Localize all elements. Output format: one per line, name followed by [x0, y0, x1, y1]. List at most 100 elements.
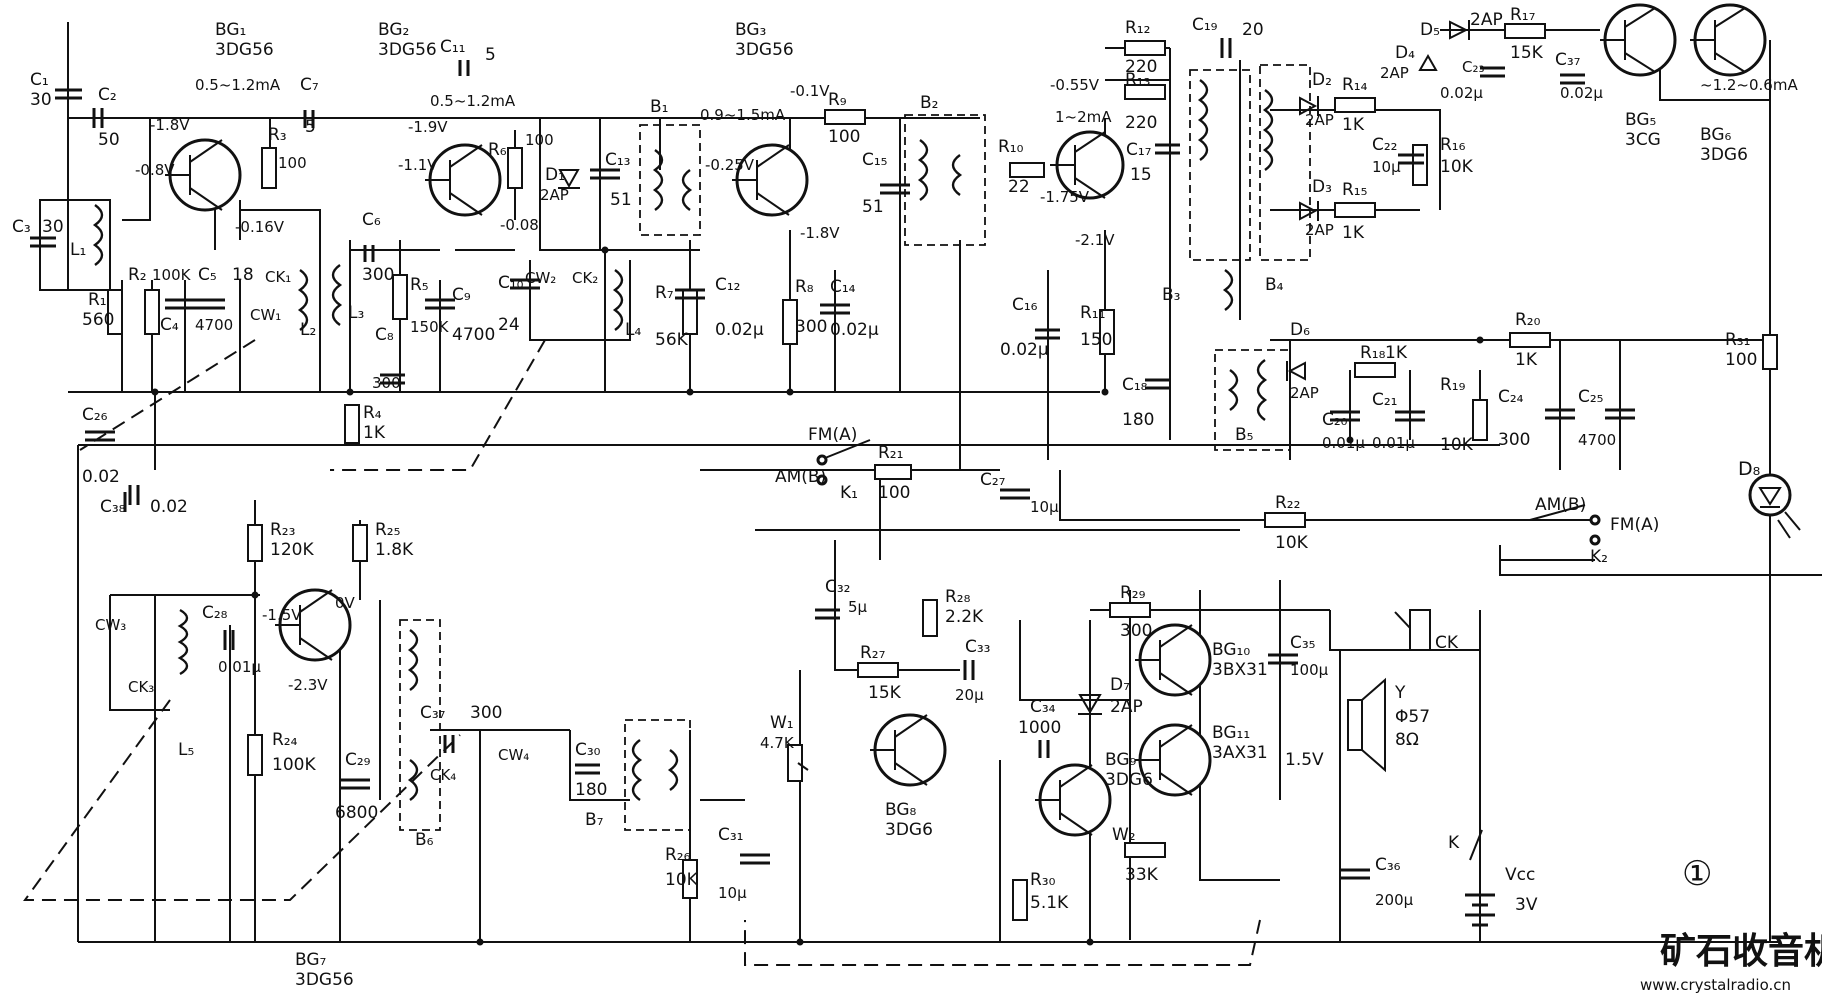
figure-number: ① [1682, 854, 1712, 894]
label-v-bg4-c: -0.55V [1050, 76, 1100, 94]
label-R22-name: R₂₂ [1275, 493, 1300, 513]
label-R11-value: 150 [1080, 330, 1112, 350]
label-BG2-current: 0.5~1.2mA [430, 92, 516, 110]
resistor-R18 [1354, 362, 1396, 378]
label-R2-value: 100K [152, 266, 192, 284]
resistor-R6 [507, 147, 523, 189]
label-C2-value: 50 [98, 130, 120, 150]
label-C22-name: C₂₂ [1372, 135, 1398, 155]
label-BG1-name: BG₁ [215, 20, 246, 40]
label-R19-value: 10K [1440, 435, 1474, 455]
label-C6-name: C₆ [362, 210, 381, 230]
label-BG5-name: BG₅ [1625, 110, 1656, 130]
label-R10-value: 22 [1008, 177, 1030, 197]
label-C4-value: 4700 [195, 316, 233, 334]
label-C33-name: C₃₃ [965, 637, 991, 657]
label-R17-name: R₁₇ [1510, 5, 1536, 25]
label-C37a-value: 0.02μ [1560, 84, 1603, 102]
label-R4-value: 1K [363, 423, 386, 443]
resistor-R19 [1472, 399, 1488, 441]
label-C21-value: 0.01μ [1372, 434, 1415, 452]
label-C20-name: C₂₀ [1322, 410, 1348, 430]
label-R23-name: R₂₃ [270, 520, 295, 540]
component-labels: BG₁ 3DG56 0.5~1.2mA BG₂ 3DG56 0.5~1.2mA … [12, 5, 1798, 990]
potentiometer-W2 [1124, 842, 1166, 858]
label-L1: L₁ [70, 240, 86, 260]
label-speaker-name: Y [1394, 683, 1406, 703]
label-C36-name: C₃₆ [1375, 855, 1401, 875]
label-C25-value: 4700 [1578, 431, 1616, 449]
label-C10-value: 24 [498, 315, 520, 335]
switch-K1[interactable] [816, 454, 828, 486]
label-R2-name: R₂ [128, 265, 147, 285]
label-R6-name: R₆ [488, 140, 507, 160]
label-R26-value: 10K [665, 870, 699, 890]
label-C35-value: 100μ [1290, 661, 1329, 679]
inductor-L4 [612, 269, 624, 331]
transistor-BG11 [1135, 723, 1212, 797]
resistor-R23 [247, 524, 263, 562]
label-C13-name: C₁₃ [605, 150, 631, 170]
label-B6: B₆ [415, 830, 434, 850]
label-C15-value: 51 [862, 197, 884, 217]
switch-power-K[interactable] [1469, 829, 1483, 861]
label-C3-value: 30 [42, 217, 64, 237]
watermark: 矿石收音机 www.crystalradio.cn [1640, 931, 1822, 994]
label-C28-name: C₂₈ [202, 603, 228, 623]
label-C20-value: 0.01μ [1322, 434, 1365, 452]
label-D4-type: 2AP [1380, 64, 1409, 82]
label-C37b-value: 300 [470, 703, 502, 723]
label-D7-type: 2AP [1110, 697, 1143, 717]
label-B5: B₅ [1235, 425, 1253, 445]
jack-CK [1394, 609, 1431, 651]
label-C7-name: C₇ [300, 75, 319, 95]
inductor-L5 [177, 608, 189, 676]
resistor-R17 [1504, 23, 1546, 39]
label-v-bg4-e: -2.1V [1075, 231, 1115, 249]
resistor-R5 [392, 274, 408, 320]
label-B2: B₂ [920, 93, 938, 113]
label-BG10-name: BG₁₀ [1212, 640, 1250, 660]
label-R23-value: 120K [270, 540, 314, 560]
label-BG1-current: 0.5~1.2mA [195, 76, 281, 94]
transistor-BG3 [732, 143, 809, 217]
label-C17-value: 15 [1130, 165, 1152, 185]
label-C19-name: C₁₉ [1192, 15, 1218, 35]
label-v-bg7-e: -2.3V [288, 676, 328, 694]
label-R7-value: 56K [655, 330, 689, 350]
label-C16-name: C₁₆ [1012, 295, 1038, 315]
label-C24-value: 300 [1498, 430, 1530, 450]
label-CK1: CK₁ [265, 268, 291, 286]
gang-tuning-links [23, 339, 1261, 966]
label-R14-value: 1K [1342, 115, 1365, 135]
label-C15-name: C₁₅ [862, 150, 888, 170]
transformer-B3 [1189, 69, 1251, 311]
transistor-BG8 [870, 713, 947, 787]
label-R8-name: R₈ [795, 277, 814, 297]
label-R13-value: 220 [1125, 113, 1157, 133]
label-C12-value: 0.02μ [715, 320, 764, 340]
resistor-R20 [1509, 332, 1551, 348]
label-C38-value: 0.02 [150, 497, 188, 517]
label-K2-am: AM(B) [1535, 495, 1586, 515]
label-C29-value: 6800 [335, 803, 378, 823]
label-D6-name: D₆ [1290, 320, 1310, 340]
label-C27-value: 10μ [1030, 498, 1059, 516]
label-B4: B₄ [1265, 275, 1284, 295]
label-C21-name: C₂₁ [1372, 390, 1398, 410]
label-C11-name: C₁₁ [440, 37, 466, 57]
label-v-bg1-b: -0.8V [135, 161, 175, 179]
label-C8-value: 300 [372, 374, 401, 392]
label-R6-value: 100 [525, 131, 554, 149]
label-BG2-type: 3DG56 [378, 40, 437, 60]
label-D2-name: D₂ [1312, 70, 1332, 90]
label-C32-value: 5μ [848, 598, 868, 616]
label-R16-value: 10K [1440, 157, 1474, 177]
label-C30-name: C₃₀ [575, 740, 601, 760]
label-R28-name: R₂₈ [945, 587, 971, 607]
label-C23-value: 0.02μ [1440, 84, 1483, 102]
resistor-R26 [682, 859, 698, 899]
switch-K2[interactable] [1589, 514, 1601, 546]
resistor-R25 [352, 524, 368, 562]
